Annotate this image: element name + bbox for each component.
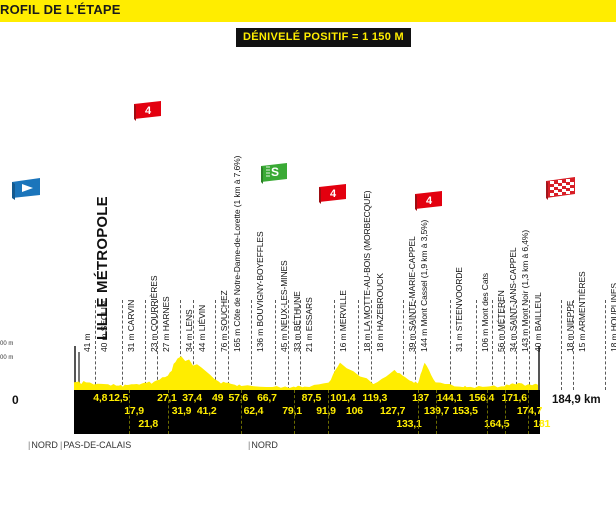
km-label: 66,7 [257, 392, 277, 404]
km-tick [167, 390, 169, 434]
leader-line [95, 300, 96, 390]
km-label: 12,5 [108, 392, 129, 404]
km-tick [417, 390, 419, 434]
y-axis-line [74, 346, 76, 390]
km-label: 164,5 [484, 418, 510, 430]
y-tick-100: 00 m [0, 355, 14, 361]
km-tick [486, 390, 488, 434]
leader-line [492, 300, 493, 390]
km-label: 62,4 [243, 405, 264, 417]
leader-line [275, 300, 276, 390]
svg-text:4: 4 [426, 195, 433, 207]
leader-line [215, 300, 216, 390]
climb-category-flag-icon: 4 [414, 190, 444, 212]
km-label: 133,1 [396, 418, 422, 430]
km-label: 79,1 [282, 405, 302, 417]
start-flag-icon [10, 176, 40, 200]
leader-line [529, 300, 530, 390]
leader-line [334, 300, 335, 390]
leader-line [371, 300, 372, 390]
km-label: 101,4 [330, 392, 356, 404]
header-bar [0, 0, 616, 22]
leader-line [228, 300, 229, 390]
km-tick [504, 390, 506, 434]
km-label: 4,8 [93, 392, 108, 404]
km-label: 41,2 [196, 405, 217, 417]
km-label: 57,6 [228, 392, 249, 404]
km-label: 31,9 [171, 405, 192, 417]
leader-line [288, 300, 289, 390]
page-title: ROFIL DE L'ÉTAPE [0, 2, 121, 17]
plot-right-edge [538, 346, 540, 390]
leader-line [251, 300, 252, 390]
km-label: 153,5 [452, 405, 478, 417]
finish-flag-icon [544, 176, 575, 200]
km-label: 171,6 [501, 392, 527, 404]
km-label: 87,5 [301, 392, 322, 404]
km-label: 181 [533, 418, 551, 430]
km-label: 17,9 [124, 405, 144, 417]
leader-line [180, 300, 181, 390]
leader-line [415, 300, 416, 390]
climb-category-flag-icon: 4 [133, 100, 163, 122]
leader-line [122, 300, 123, 390]
status-badge: DÉNIVELÉ POSITIF = 1 150 M [236, 28, 411, 47]
km-label: 21,8 [138, 418, 158, 430]
leader-line [504, 300, 505, 390]
km-start-label: 0 [12, 393, 19, 407]
leader-line [78, 352, 80, 390]
svg-text:S: S [271, 165, 279, 179]
leader-line [300, 300, 301, 390]
km-tick [241, 390, 243, 434]
leader-line [516, 300, 517, 390]
km-tick [528, 390, 530, 434]
leader-line [573, 300, 574, 390]
km-label: 174,7 [516, 405, 543, 417]
leader-line [605, 300, 606, 390]
climb-category-flag-icon: 4 [318, 183, 348, 205]
leader-line [561, 300, 562, 390]
leader-line [450, 300, 451, 390]
y-tick-200: 00 m [0, 341, 14, 347]
svg-text:4: 4 [330, 188, 337, 200]
km-band [74, 390, 540, 434]
km-tick [328, 390, 330, 434]
km-label: 106 [346, 405, 363, 417]
km-label: 137 [412, 392, 430, 404]
km-label: 127,7 [379, 405, 406, 417]
svg-text:4: 4 [145, 105, 152, 117]
leader-line [476, 300, 477, 390]
leader-line [145, 300, 146, 390]
department-label: |NORD [248, 440, 278, 450]
km-label: 91,9 [316, 405, 336, 417]
leader-line [403, 300, 404, 390]
km-label: 37,4 [182, 392, 202, 404]
leader-line [193, 300, 194, 390]
km-total-label: 184,9 km [552, 394, 601, 406]
km-tick [128, 390, 130, 434]
leader-line [157, 300, 158, 390]
leader-line [358, 300, 359, 390]
km-tick [435, 390, 437, 434]
department-label: |PAS-DE-CALAIS [60, 440, 132, 450]
sprint-flag-icon: S [259, 162, 289, 184]
km-tick [293, 390, 295, 434]
km-label: 27,1 [157, 392, 177, 404]
departments-row: |NORD|PAS-DE-CALAIS|NORD [0, 440, 616, 456]
km-label: 119,3 [362, 392, 388, 404]
km-label: 156,4 [468, 392, 495, 404]
km-label: 144,1 [436, 392, 462, 404]
department-label: |NORD [28, 440, 58, 450]
km-label: 49 [212, 392, 224, 404]
